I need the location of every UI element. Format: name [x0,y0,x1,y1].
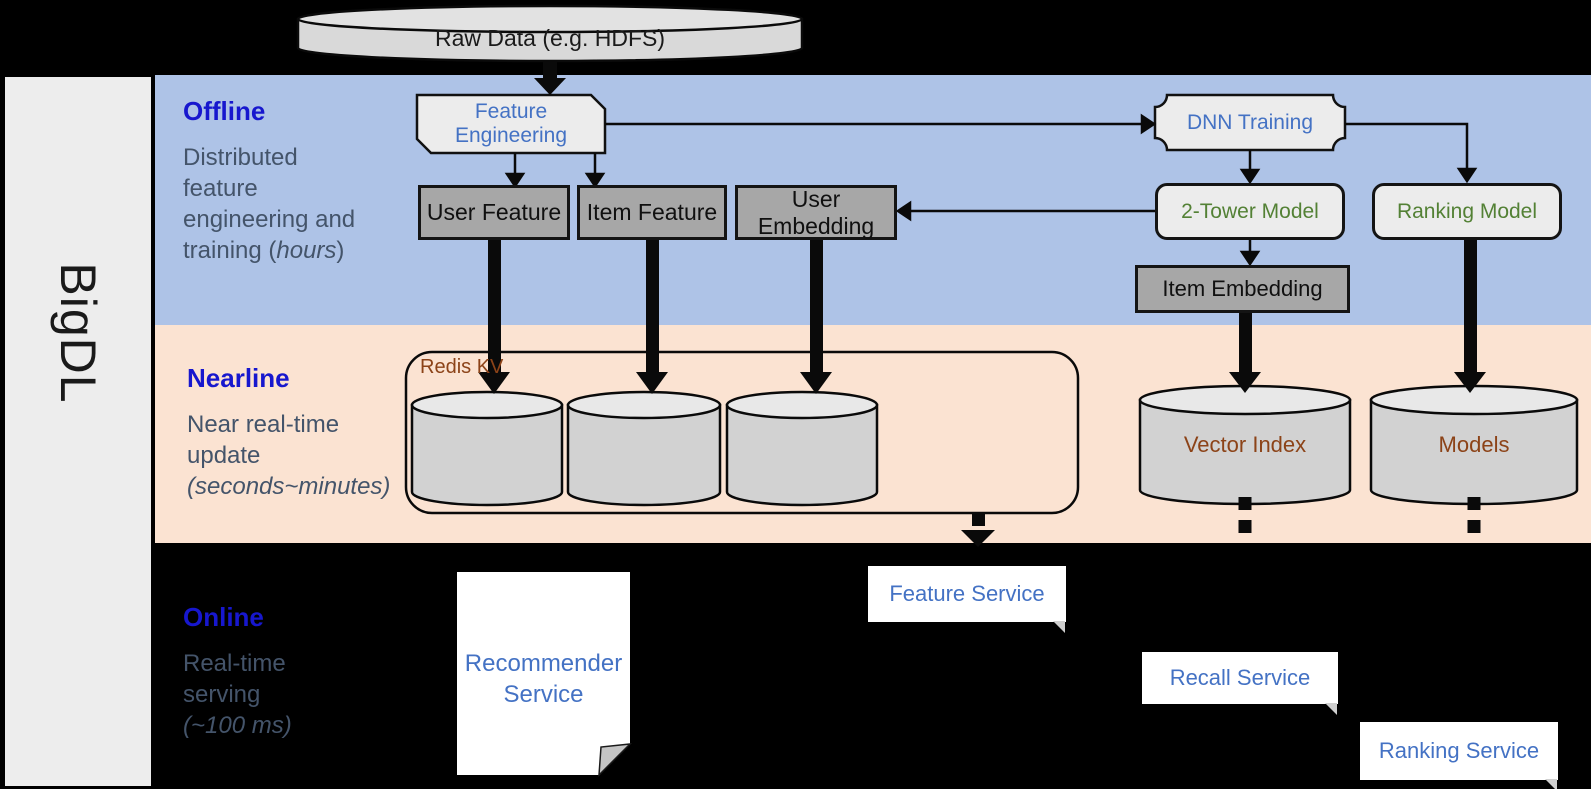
redis-cylinders [410,390,879,507]
arrow-dnn-to-ranking-model [1345,122,1469,169]
user-feature-box: User Feature [418,185,570,240]
offline-section-description: Distributed feature engineering and trai… [183,142,355,266]
thick-connectors [478,61,1486,394]
redis-kv-label: Redis KV [420,356,504,378]
item-embedding-box: Item Embedding [1135,265,1350,313]
arrowhead-item-embedding-to-vector-index [1229,372,1261,393]
vector-index-label: Vector Index [1183,432,1307,457]
dnn-training-shape [1153,93,1347,152]
raw-data-label: Raw Data (e.g. HDFS) [434,25,666,51]
online-section-description: Real-time serving (~100 ms) [183,648,292,741]
redis-cylinder-3 [725,390,879,507]
bigdl-sidebar [5,77,151,786]
redis-cylinder-1 [410,390,564,507]
redis-kv-container [404,350,1080,515]
models-label: Models [1438,432,1510,457]
recommender-service-document [457,572,633,777]
offline-desc-line-3: engineering and [183,206,356,233]
models-cylinder [1369,384,1579,506]
offline-section-title: Offline [183,96,266,126]
vector-index-cylinder [1138,384,1352,506]
redis-cylinder-2 [566,390,722,507]
arrowhead-fe-to-user-feature [504,172,526,189]
redis-arrowhead [961,530,995,547]
recommender-service-line2: Service [503,681,584,708]
feature-engineering-label: Feature Engineering [454,100,568,147]
arrowhead-two-tower-to-user-embedding [895,200,912,222]
arrowhead-user-feature-to-redis [478,372,510,394]
nearline-desc-line-3: (seconds~minutes) [187,473,391,500]
user-embedding-box: User Embedding [735,185,897,240]
online-section-title: Online [183,602,264,632]
offline-desc-line-1: Distributed [183,144,298,171]
nearline-desc-line-1: Near real-time [187,411,340,438]
feature-engineering-shape [415,93,607,155]
nearline-section-description: Near real-time update (seconds~minutes) [187,409,390,502]
recall-service-box: Recall Service [1142,652,1338,715]
online-desc-line-3: (~100 ms) [183,712,292,739]
online-desc-line-2: serving [183,681,261,708]
arrowhead-item-feature-to-redis [636,372,668,394]
nearline-desc-line-2: update [187,442,261,469]
document-shape [457,572,630,775]
nearline-section-title: Nearline [187,363,290,393]
arrowhead-fe-to-item-feature [584,172,606,189]
dashed-arrow-redis-to-feature-service [961,513,995,547]
dashed-connectors [1238,497,1481,541]
arrowhead-fe-to-dnn-training [1140,113,1157,135]
offline-desc-line-2: feature [183,175,258,202]
ranking-service-box: Ranking Service [1360,722,1558,789]
arrow-item-embedding-to-vector-index [1239,313,1252,373]
arrowhead-raw-data-to-offline [534,78,566,95]
arrow-user-embedding-to-redis [810,240,823,373]
document-fold-corner [598,743,633,777]
item-feature-box: Item Feature [577,185,727,240]
arrow-raw-data-to-offline [543,61,557,78]
two-tower-model-box: 2-Tower Model [1155,183,1345,240]
recommender-service-label: Recommender Service [457,648,630,710]
dnn-training-label: DNN Training [1186,110,1314,134]
redis-arrow-dash [972,513,985,526]
arrowhead-user-embedding-to-redis [800,372,832,394]
offline-desc-line-4: training (hours) [183,237,345,264]
raw-data-cylinder [296,4,804,63]
arrowhead-dnn-to-two-tower [1239,168,1261,185]
online-desc-line-1: Real-time [183,650,286,677]
arrow-ranking-model-to-models [1464,240,1477,373]
arrow-user-feature-to-redis [488,240,501,373]
arrow-item-feature-to-redis [646,240,659,373]
arrowhead-two-tower-to-item-embedding [1239,250,1261,267]
thin-connectors [504,113,1478,267]
ranking-model-box: Ranking Model [1372,183,1562,240]
recommender-service-line1: Recommender [464,650,623,677]
arrowhead-ranking-model-to-models [1454,372,1486,393]
feature-service-box: Feature Service [868,566,1066,633]
arrowhead-dnn-to-ranking-model [1456,167,1478,184]
